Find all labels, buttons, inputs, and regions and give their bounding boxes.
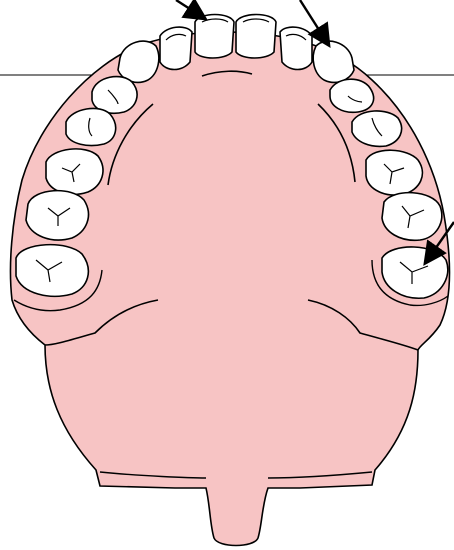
upper-left-first-molar [366, 150, 422, 195]
upper-left-second-molar [382, 193, 442, 241]
upper-left-canine [313, 41, 354, 82]
upper-right-central-incisor [195, 15, 234, 59]
upper-right-lateral-incisor [160, 27, 192, 69]
upper-right-second-premolar [66, 108, 116, 145]
upper-left-first-premolar [330, 79, 374, 112]
upper-right-first-premolar [92, 77, 137, 114]
upper-left-central-incisor [236, 15, 276, 59]
upper-right-second-molar [26, 191, 88, 240]
upper-right-first-molar [46, 149, 103, 194]
arrow-to-central-incisor [176, 0, 204, 18]
upper-left-second-premolar [352, 111, 402, 146]
upper-right-canine [118, 41, 159, 82]
upper-left-lateral-incisor [280, 27, 312, 69]
upper-right-third-molar [16, 245, 88, 297]
